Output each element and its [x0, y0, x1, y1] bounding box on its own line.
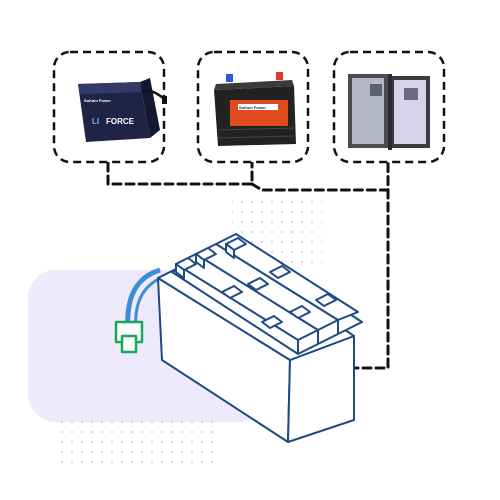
dashed-connectors [106, 161, 390, 370]
lead-acid-battery-image: SuKam Power [214, 72, 296, 146]
lithium-battery-image: SuKam Power LI FORCE [78, 78, 167, 142]
terminal-caps [175, 237, 337, 329]
product-card-inverter[interactable] [332, 50, 446, 164]
dot-grid-bottom [60, 420, 220, 470]
product-card-lithium-battery[interactable]: SuKam Power LI FORCE [52, 50, 167, 164]
lithium-battery-name-left: LI [92, 117, 99, 126]
inverter-image [348, 74, 430, 150]
lithium-battery-brand: SuKam Power [84, 98, 111, 103]
lead-acid-battery-brand: SuKam Power [239, 105, 266, 110]
terminal-plug-icon [114, 320, 144, 354]
lithium-battery-name-right: FORCE [106, 117, 135, 126]
main-battery-drawing [114, 233, 363, 443]
product-card-lead-acid-battery[interactable]: SuKam Power [196, 50, 310, 164]
